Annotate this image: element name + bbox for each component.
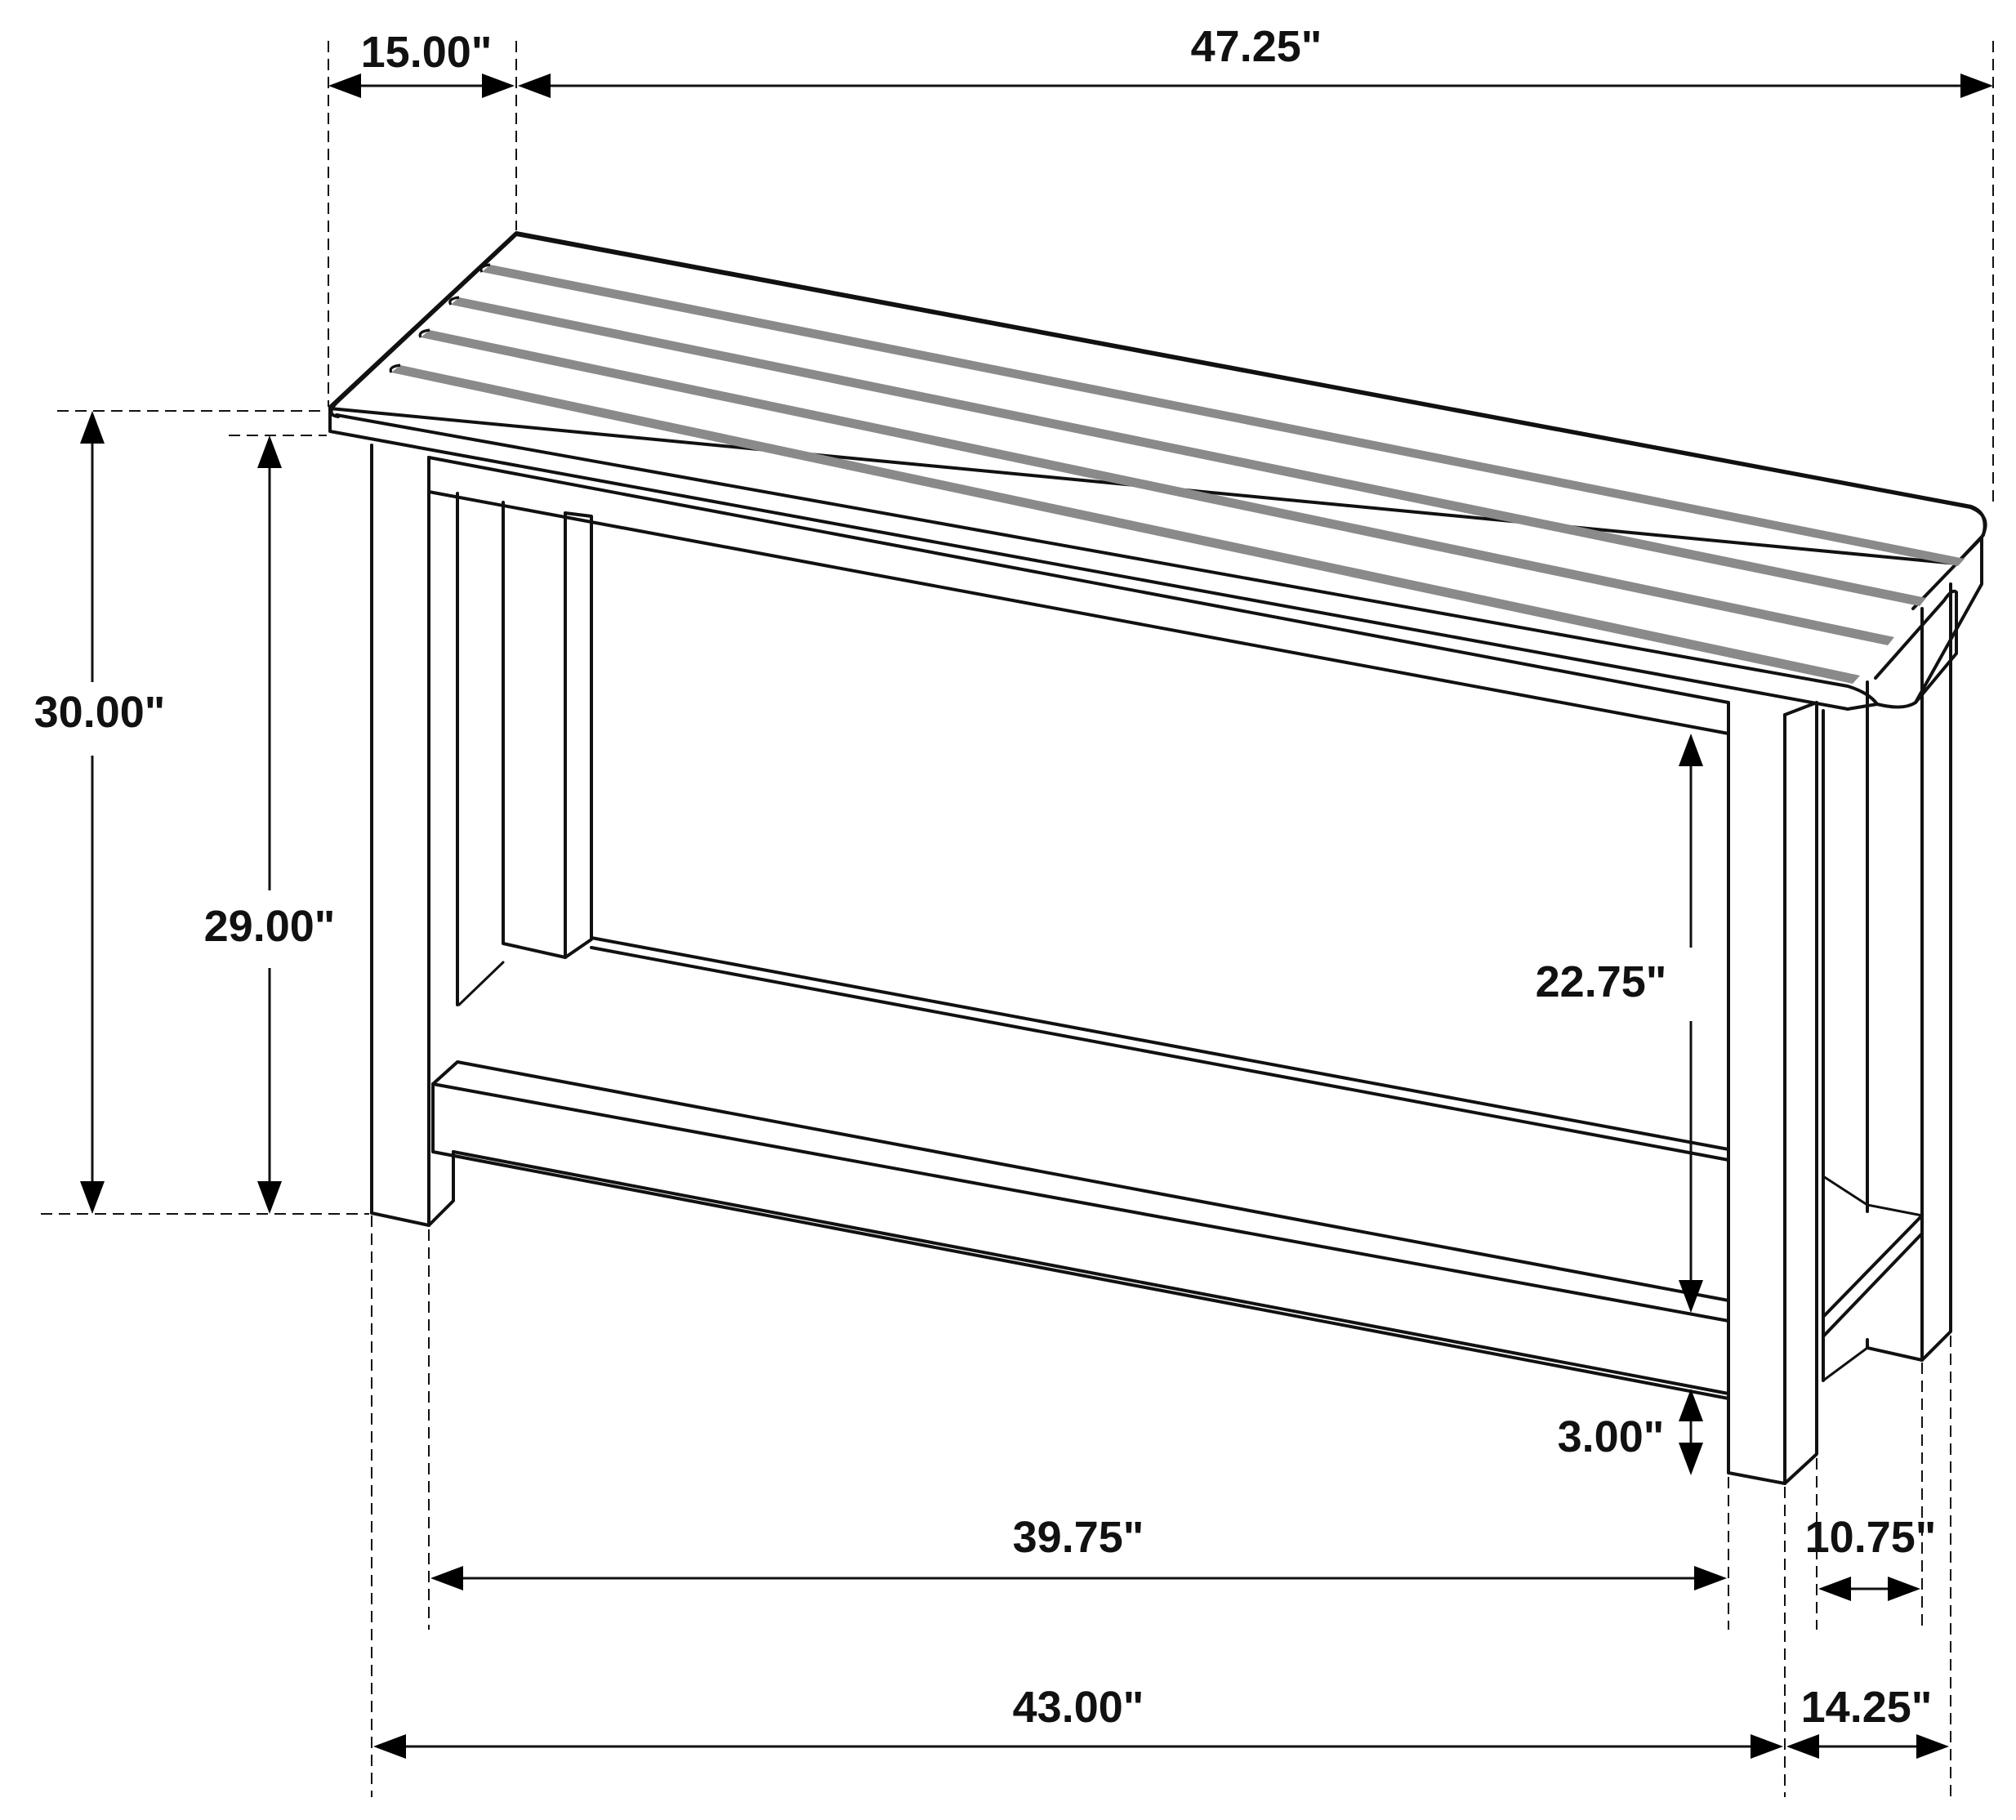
front-apron (427, 456, 1730, 735)
arrow-icon (257, 1181, 282, 1214)
front-right-leg (1727, 701, 1818, 1485)
front-left-leg (370, 444, 455, 1227)
console-table-drawing (328, 231, 1987, 1485)
arrow-icon (518, 74, 551, 98)
dimension-lines (80, 74, 1993, 1759)
arrow-icon (80, 1181, 105, 1214)
extension-lines (41, 41, 1994, 1797)
arrow-icon (1818, 1577, 1851, 1601)
label-inner-width: 39.75" (1013, 1513, 1144, 1562)
label-total-height: 30.00" (34, 688, 166, 737)
label-base-width: 43.00" (1013, 1683, 1144, 1732)
arrow-icon (430, 1566, 463, 1590)
back-left-leg (456, 492, 593, 1006)
label-base-depth: 14.25" (1801, 1683, 1933, 1732)
arrow-icon (257, 435, 282, 468)
arrow-icon (1751, 1734, 1783, 1759)
bottom-shelf (431, 1060, 1924, 1400)
back-right-leg (1822, 582, 1952, 1382)
arrow-icon (1679, 1443, 1703, 1475)
tabletop (328, 231, 1987, 711)
arrow-icon (1888, 1577, 1920, 1601)
arrow-icon (1679, 1280, 1703, 1313)
arrow-icon (1679, 734, 1703, 766)
back-rail (590, 936, 1730, 1162)
arrow-icon (1694, 1566, 1727, 1590)
arrow-icon (328, 74, 361, 98)
tabletop-grooves (389, 263, 1965, 684)
dimension-labels: 15.00" 47.25" 30.00" 29.00" 22.75" 3.00"… (34, 22, 1937, 1732)
arrow-icon (482, 74, 515, 98)
arrow-icon (1960, 74, 1993, 98)
arrow-icon (1786, 1734, 1819, 1759)
label-top-width: 47.25" (1191, 22, 1322, 71)
label-leg-height: 29.00" (204, 902, 336, 951)
arrow-icon (1916, 1734, 1949, 1759)
arrow-icon (80, 411, 105, 444)
label-inner-depth: 10.75" (1805, 1513, 1937, 1562)
label-shelf-clearance: 22.75" (1536, 957, 1667, 1006)
arrow-icon (1679, 1389, 1703, 1421)
label-shelf-height: 3.00" (1558, 1412, 1665, 1461)
arrow-icon (373, 1734, 406, 1759)
label-top-depth: 15.00" (361, 28, 493, 77)
